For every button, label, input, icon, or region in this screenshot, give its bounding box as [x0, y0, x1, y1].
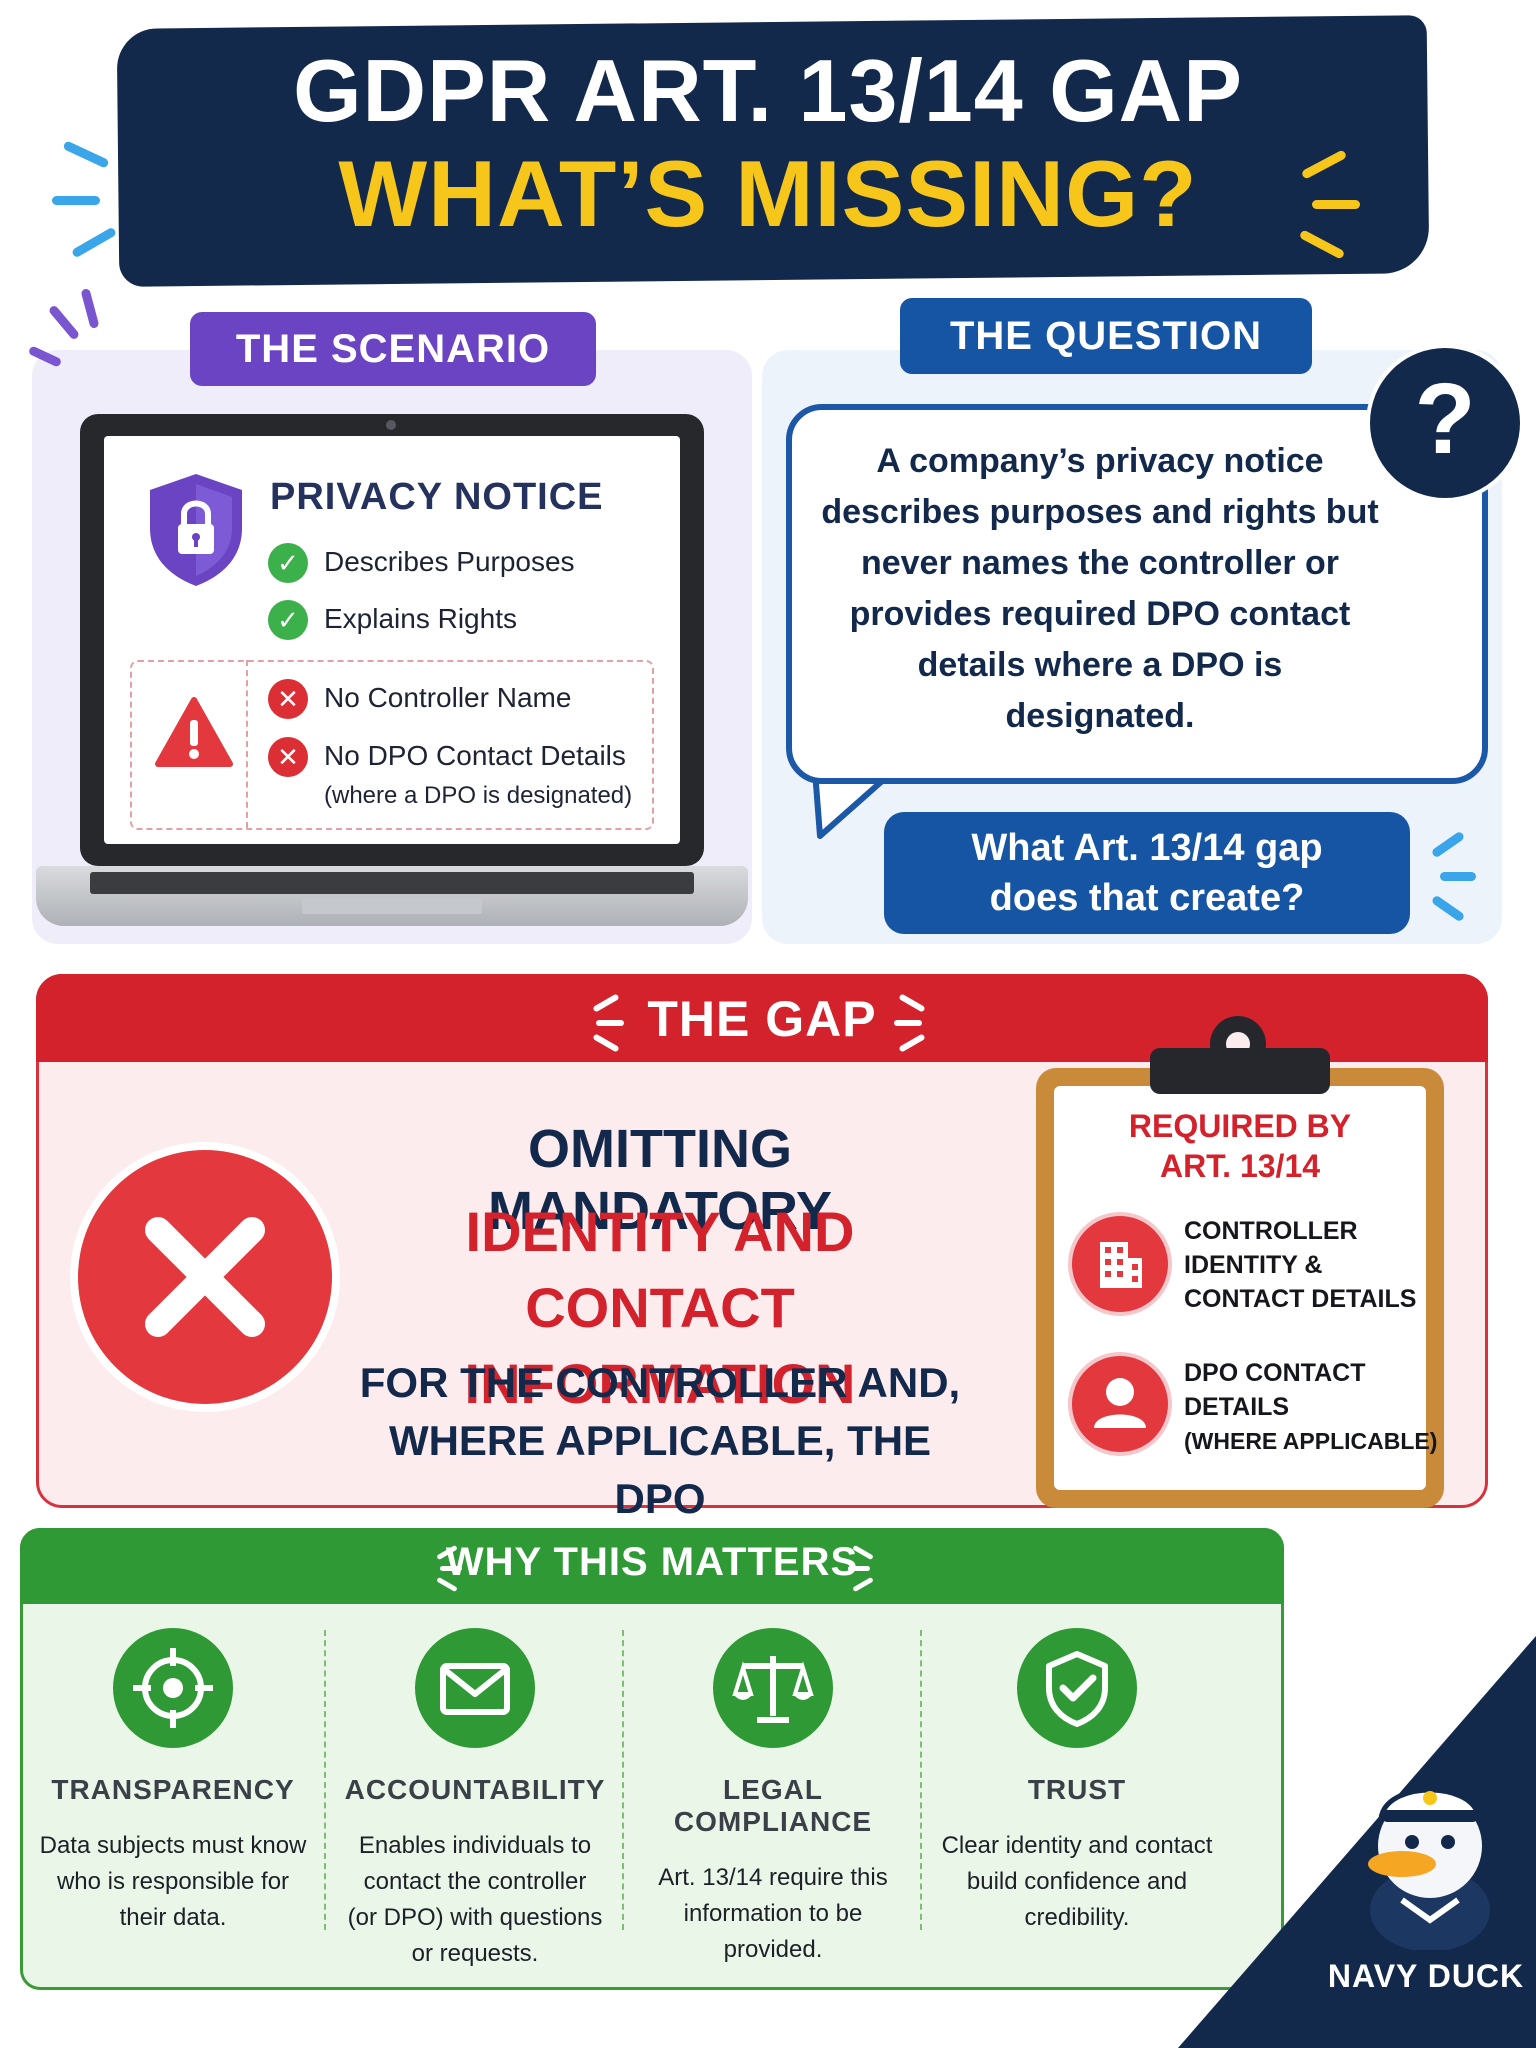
- why-item-label: TRANSPARENCY: [51, 1774, 295, 1805]
- desc-line: information to be: [683, 1900, 863, 1927]
- why-item-legal-compliance: LEGAL COMPLIANCE Art. 13/14 require this…: [628, 1628, 918, 1968]
- scenario-label: THE SCENARIO: [190, 312, 596, 386]
- gap-scope-line: FOR THE CONTROLLER AND,: [359, 1359, 961, 1406]
- column-divider: [622, 1630, 624, 1930]
- present-item: Explains Rights: [324, 603, 517, 634]
- webcam: [386, 420, 396, 430]
- privacy-notice-title: PRIVACY NOTICE: [270, 476, 604, 518]
- building-glyph: [1100, 1242, 1142, 1288]
- bubble-tail-cover: [820, 756, 900, 768]
- desc-line: who is responsible for: [56, 1868, 290, 1895]
- clipboard-clip: [1150, 1048, 1330, 1094]
- check-icon: ✓: [268, 600, 308, 640]
- missing-item: No Controller Name: [324, 682, 572, 713]
- duck-mascot-icon: [1368, 1787, 1490, 1950]
- desc-line: Art. 13/14 require this: [658, 1864, 888, 1891]
- missing-item-note: (where a DPO is designated): [324, 782, 633, 809]
- shield-lock-icon: [150, 474, 242, 586]
- question-mark-badge: [1366, 344, 1524, 502]
- building-icon: [1068, 1212, 1172, 1316]
- question-text: A company’s privacy notice describes pur…: [821, 442, 1379, 735]
- page-subtitle: WHAT’S MISSING?: [338, 141, 1198, 246]
- required-line: CONTROLLER: [1184, 1217, 1358, 1245]
- desc-line: provided.: [723, 1936, 823, 1963]
- prompt-line: What Art. 13/14 gap: [971, 827, 1323, 869]
- page-title: GDPR ART. 13/14 GAP: [293, 41, 1243, 140]
- why-item-label: LEGAL COMPLIANCE: [673, 1774, 873, 1837]
- person-glyph: [1094, 1378, 1146, 1428]
- burst-icon: [596, 1020, 624, 1026]
- required-line: DPO CONTACT: [1184, 1359, 1366, 1387]
- column-divider: [324, 1630, 326, 1930]
- column-divider: [920, 1630, 922, 1930]
- envelope-icon: [415, 1628, 535, 1748]
- desc-line: or requests.: [411, 1940, 539, 1967]
- question-label: THE QUESTION: [900, 298, 1312, 374]
- gap-statement-emphasis: IDENTITY AND CONTACT INFORMATION: [350, 1194, 970, 1422]
- shield-check-icon: [1017, 1628, 1137, 1748]
- question-prompt: What Art. 13/14 gap does that create?: [884, 812, 1410, 934]
- burst-icon: [848, 1566, 870, 1571]
- why-item-desc: Data subjects must know who is responsib…: [28, 1828, 318, 1936]
- why-item-transparency: TRANSPARENCY Data subjects must know who…: [28, 1628, 318, 1936]
- why-item-accountability: ACCOUNTABILITY Enables individuals to co…: [330, 1628, 620, 1972]
- divider: [246, 660, 248, 828]
- scales-icon: [713, 1628, 833, 1748]
- check-icon: ✓: [268, 543, 308, 583]
- gap-emphasis-line: IDENTITY AND CONTACT: [465, 1200, 855, 1339]
- burst-icon: [47, 304, 81, 341]
- burst-icon: [440, 1566, 462, 1571]
- required-item: DPO CONTACT DETAILS (WHERE APPLICABLE): [1184, 1356, 1437, 1458]
- required-title-line: ART. 13/14: [1159, 1148, 1321, 1184]
- gap-statement-line1: OMITTING MANDATORY: [488, 1119, 832, 1241]
- present-item: Describes Purposes: [324, 546, 575, 577]
- keyboard: [90, 872, 694, 894]
- gap-emphasis-line: INFORMATION: [464, 1352, 856, 1415]
- burst-icon: [894, 1020, 922, 1026]
- desc-line: (or DPO) with questions: [347, 1904, 603, 1931]
- prompt-line: does that create?: [989, 877, 1305, 919]
- big-x-icon: [145, 1217, 265, 1337]
- why-item-desc: Art. 13/14 require this information to b…: [628, 1860, 918, 1968]
- brand-name: NAVY DUCK: [1327, 1958, 1525, 1994]
- trackpad: [302, 898, 482, 914]
- desc-line: their data.: [119, 1904, 227, 1931]
- required-line: DETAILS: [1184, 1393, 1290, 1421]
- why-item-label: TRUST: [1027, 1774, 1127, 1805]
- desc-line: Enables individuals to: [358, 1832, 592, 1859]
- required-line: IDENTITY &: [1184, 1251, 1323, 1279]
- x-icon: ✕: [268, 737, 308, 777]
- why-item-desc: Enables individuals to contact the contr…: [330, 1828, 620, 1972]
- why-item-label: ACCOUNTABILITY: [344, 1774, 606, 1805]
- burst-icon: [1440, 872, 1476, 881]
- required-line: CONTACT DETAILS: [1184, 1285, 1417, 1313]
- question-bubble: [786, 404, 1488, 784]
- desc-line: contact the controller: [363, 1868, 587, 1895]
- warning-icon: [155, 697, 233, 767]
- burst-icon: [52, 196, 100, 205]
- x-icon: ✕: [268, 679, 308, 719]
- why-item-trust: TRUST Clear identity and contact build c…: [932, 1628, 1222, 1936]
- desc-line: Data subjects must know: [39, 1832, 307, 1859]
- required-item: CONTROLLER IDENTITY & CONTACT DETAILS: [1184, 1214, 1416, 1316]
- desc-line: Clear identity and contact: [941, 1832, 1213, 1859]
- gap-statement-scope: FOR THE CONTROLLER AND, WHERE APPLICABLE…: [350, 1354, 970, 1528]
- target-icon: [113, 1628, 233, 1748]
- why-item-desc: Clear identity and contact build confide…: [932, 1828, 1222, 1936]
- burst-icon: [80, 288, 100, 329]
- question-mark-icon: ?: [1414, 363, 1476, 475]
- missing-items-box: [130, 660, 654, 830]
- why-panel: [20, 1528, 1284, 1990]
- required-title: REQUIRED BY ART. 13/14: [1054, 1106, 1426, 1186]
- required-title-line: REQUIRED BY: [1128, 1108, 1352, 1144]
- gap-scope-line: WHERE APPLICABLE, THE DPO: [388, 1417, 932, 1522]
- required-line: (WHERE APPLICABLE): [1184, 1428, 1438, 1454]
- why-title: WHY THIS MATTERS: [445, 1540, 859, 1584]
- gap-title: THE GAP: [647, 991, 877, 1047]
- desc-line: credibility.: [1024, 1904, 1130, 1931]
- burst-icon: [1312, 200, 1360, 209]
- why-header: [20, 1528, 1284, 1604]
- missing-item: No DPO Contact Details: [324, 740, 626, 771]
- desc-line: build confidence and: [966, 1868, 1188, 1895]
